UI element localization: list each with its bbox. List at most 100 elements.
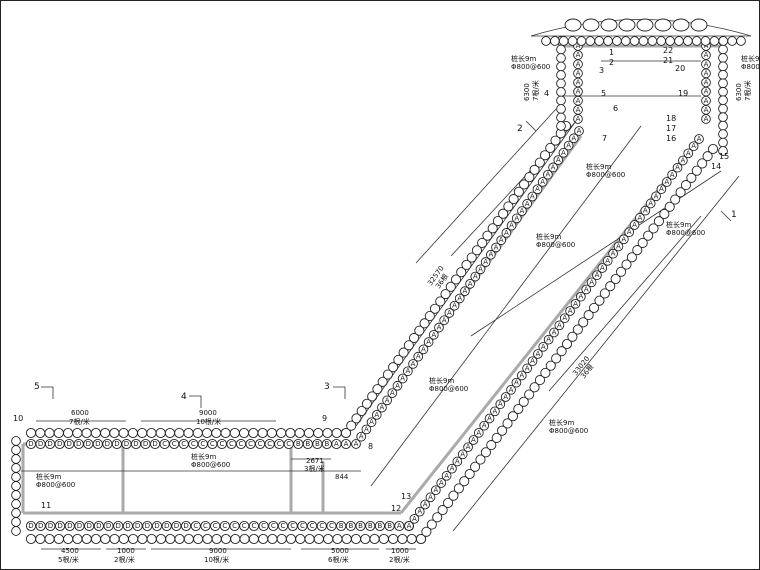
- pile-letter: A: [704, 88, 709, 96]
- pile-outer-top: [155, 427, 166, 439]
- pile-diag-inner-2: [473, 427, 484, 438]
- pile-diag-inner-2: [592, 270, 602, 281]
- pile-letter: A: [460, 450, 465, 458]
- spec-topr-dia: Φ800@600: [741, 63, 760, 71]
- pile-diag-inner-1: [356, 431, 367, 442]
- pile-top-left-col: [556, 121, 566, 131]
- spec-mid-length: 桩长9m: [191, 452, 216, 461]
- pile-top-row-cap: [665, 36, 675, 46]
- section-mark-3: 3: [324, 382, 330, 392]
- pile-diag-outer-2: [686, 172, 697, 183]
- pile-letter: A: [437, 324, 442, 332]
- pile-top-right-col: [718, 112, 728, 123]
- pile-letter: A: [535, 185, 540, 193]
- pile-top-right-col: [718, 78, 728, 89]
- pile-letter: D: [57, 440, 62, 448]
- pile-diag-inner-1: [522, 198, 532, 209]
- pile-diag-inner-2: [629, 220, 640, 230]
- pile-diag-outer-1: [419, 318, 430, 329]
- pile-diag-outer-1: [429, 303, 441, 314]
- pile-outer-bottom: [258, 533, 269, 545]
- pile-letter: A: [354, 440, 359, 448]
- pile-outer-bottom: [267, 533, 278, 545]
- point-label-22: 22: [663, 46, 673, 55]
- pile-bottom-row: [132, 520, 143, 532]
- pile-letter: A: [576, 79, 581, 87]
- pile-letter: C: [277, 440, 282, 448]
- pile-top-row-cap: [567, 36, 578, 46]
- pile-letter: D: [86, 522, 91, 530]
- pile-bottom-row: [190, 520, 201, 532]
- dim-bottom-3-spec: 10根/米: [204, 555, 229, 564]
- pile-letter: A: [691, 142, 696, 150]
- pile-letter: C: [286, 440, 291, 448]
- pile-outer-bottom: [146, 533, 157, 545]
- pile-diag-outer-1: [456, 267, 467, 278]
- pile-letter: A: [400, 374, 405, 382]
- pile-diag-outer-2: [707, 143, 719, 155]
- pile-letter: A: [416, 353, 421, 361]
- pile-diag-outer-2: [426, 519, 437, 530]
- pile-outer-bottom: [72, 533, 83, 545]
- pile-diag-outer-1: [424, 310, 435, 322]
- pile-letter: A: [411, 360, 416, 368]
- dim-bottom-1-value: 4500: [61, 547, 79, 555]
- pile-diag-outer-1: [450, 274, 462, 285]
- pile-letter: D: [116, 522, 121, 530]
- pile-top-right-col: [718, 137, 728, 148]
- pile-diag-outer-1: [539, 150, 551, 161]
- pile-diag-outer-2: [567, 331, 578, 342]
- pile-top-left-col: [556, 78, 566, 89]
- pile-diag-outer-2: [513, 403, 524, 415]
- pile-letter: A: [431, 331, 436, 339]
- pile-diag-outer-1: [393, 354, 404, 365]
- point-label-17: 17: [666, 124, 676, 133]
- pile-letter: A: [426, 338, 431, 346]
- pile-left-col: [11, 499, 21, 509]
- pile-bottom-row: [365, 520, 376, 532]
- pile-letter: A: [576, 106, 581, 114]
- pile-outer-bottom: [202, 533, 213, 545]
- pile-diag-inner-2: [495, 399, 506, 410]
- pile-bottom-row: [122, 520, 133, 532]
- pile-diag-inner-2: [581, 284, 592, 295]
- pile-letter: A: [573, 300, 578, 308]
- pile-left-col: [11, 526, 21, 536]
- pile-diag-outer-1: [398, 347, 409, 358]
- pile-letter: A: [638, 214, 643, 222]
- pile-diag-outer-2: [448, 490, 459, 501]
- pile-outer-top: [331, 427, 342, 439]
- pile-outer-bottom: [35, 533, 46, 545]
- pile-letter: A: [417, 508, 422, 516]
- pile-outer-bottom: [304, 533, 315, 545]
- pile-diag-inner-2: [543, 334, 554, 345]
- pile-diag-outer-2: [497, 425, 508, 436]
- pile-diag-inner-2: [533, 349, 543, 359]
- dim-bottom-5-spec: 2根/米: [389, 555, 410, 564]
- pile-diag-outer-2: [653, 216, 664, 227]
- pile-top-row-cap: [603, 36, 613, 46]
- pile-bottom-row: [316, 520, 327, 532]
- pile-outer-bottom: [25, 533, 37, 545]
- pile-letter: A: [704, 97, 709, 105]
- pile-top-right-col: [718, 69, 728, 80]
- pile-diag-outer-2: [551, 353, 562, 364]
- pile-diag-inner-2: [511, 377, 522, 388]
- pile-outer-bottom: [128, 533, 139, 545]
- pile-bottom-row: [84, 520, 95, 532]
- pile-diag-outer-2: [518, 396, 529, 407]
- pile-top-left-col: [556, 61, 566, 72]
- pile-diag-inner-2: [436, 478, 447, 488]
- pile-outer-top: [127, 427, 138, 439]
- pile-diag-inner-1: [548, 162, 558, 173]
- pile-outer-bottom: [53, 533, 64, 545]
- pile-diag-outer-2: [437, 505, 448, 516]
- pile-diag-outer-2: [534, 375, 546, 386]
- dim-right-2-value: 6300: [735, 83, 743, 101]
- pile-diag-inner-2: [441, 470, 452, 481]
- pile-bottom-row: [307, 520, 318, 532]
- pile-diag-inner-1: [434, 322, 444, 333]
- pile-letter: A: [600, 264, 605, 272]
- pile-letter: C: [258, 440, 263, 448]
